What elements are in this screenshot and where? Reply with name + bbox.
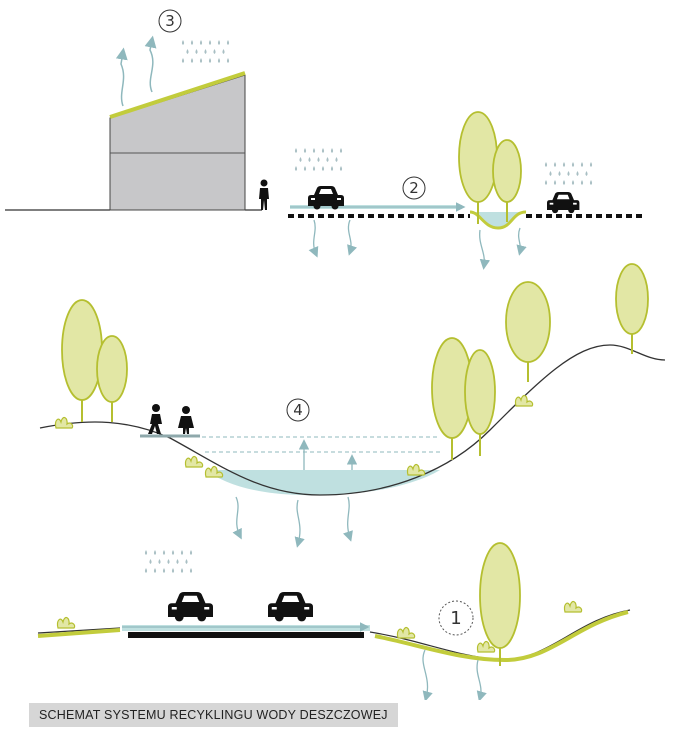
- rain-icon: [181, 40, 230, 63]
- shrub-icon: [204, 465, 224, 478]
- rain-icon: [144, 550, 193, 573]
- panel-road-bioswale: 1: [37, 542, 631, 700]
- marker-1: 1: [438, 600, 474, 636]
- marker-3: 3: [158, 9, 182, 33]
- shrub-icon: [54, 416, 74, 429]
- shrub-icon: [514, 394, 534, 407]
- svg-text:2: 2: [409, 179, 419, 197]
- shrub-icon: [56, 616, 76, 629]
- svg-text:1: 1: [450, 608, 461, 629]
- shrub-icon: [476, 640, 496, 653]
- car-icon: [308, 186, 344, 210]
- diagram-caption: SCHEMAT SYSTEMU RECYKLINGU WODY DESZCZOW…: [29, 703, 398, 727]
- building: [109, 71, 246, 211]
- panel-retention-basin: 4: [39, 263, 666, 548]
- water-level-arrow-icon: [298, 439, 358, 470]
- tree-icon: [492, 139, 522, 222]
- infiltration-arrow-icon: [422, 649, 487, 700]
- evaporation-arrow-icon: [115, 35, 157, 107]
- pedestrian-icon: [148, 404, 194, 434]
- tree-icon: [464, 349, 496, 456]
- shrub-icon: [184, 455, 204, 468]
- marker-2: 2: [402, 176, 426, 200]
- svg-text:4: 4: [293, 401, 303, 419]
- shrub-icon: [563, 600, 583, 613]
- car-icon: [168, 592, 213, 622]
- shrub-icon: [406, 463, 426, 476]
- rain-icon: [544, 162, 593, 185]
- rain-icon: [294, 148, 343, 171]
- infiltration-arrow-icon: [232, 496, 353, 548]
- marker-4: 4: [286, 398, 310, 422]
- pedestrian-icon: [259, 179, 269, 210]
- car-icon: [547, 192, 580, 214]
- car-icon: [268, 592, 313, 622]
- diagram-canvas: 2 3: [5, 9, 666, 700]
- tree-icon: [505, 281, 551, 382]
- tree-icon: [96, 335, 128, 422]
- tree-icon: [61, 299, 103, 422]
- panel-building-street: 2 3: [5, 9, 645, 270]
- tree-icon: [615, 263, 649, 354]
- svg-text:3: 3: [165, 12, 175, 30]
- infiltration-arrow-icon: [308, 219, 527, 270]
- tree-icon: [458, 111, 498, 224]
- tree-icon: [479, 542, 521, 666]
- shrub-icon: [396, 626, 416, 639]
